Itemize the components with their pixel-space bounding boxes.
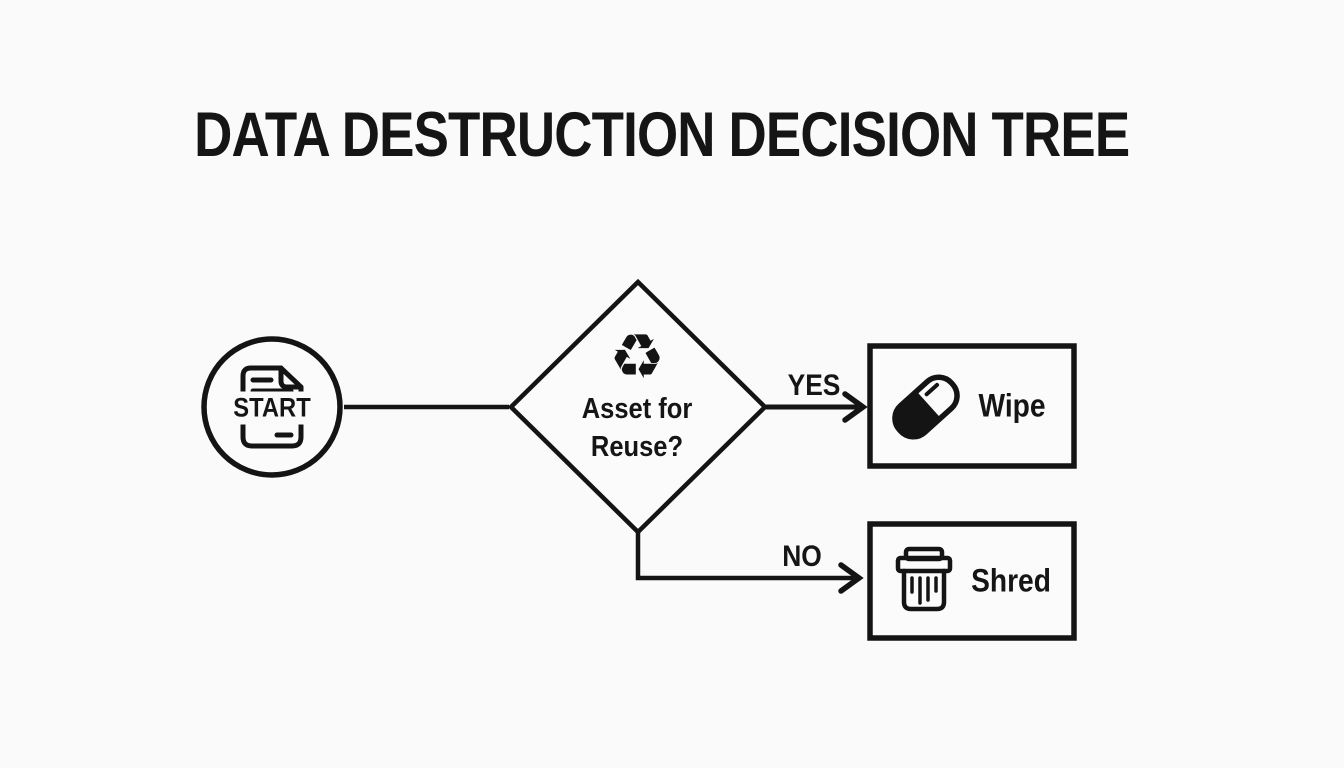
start-node-label: START [225, 391, 319, 425]
shred-node-label: Shred [966, 563, 1057, 600]
yes-label-text: YES [787, 369, 841, 402]
shred-label-text: Shred [971, 562, 1051, 599]
no-edge-label: NO [780, 540, 825, 574]
start-label-text: START [233, 392, 311, 423]
yes-edge-label: YES [784, 369, 844, 403]
wipe-node-label: Wipe [974, 388, 1050, 425]
no-edge-arrow [635, 532, 864, 594]
shred-node [867, 521, 1077, 641]
no-label-text: NO [782, 540, 822, 573]
decision-question-line2: Reuse? [590, 431, 684, 463]
yes-edge-arrow [766, 391, 868, 423]
decision-question-line1: Asset for [581, 393, 693, 425]
diagram-title: DATA DESTRUCTION DECISION TREE [0, 99, 1324, 171]
wipe-label-text: Wipe [978, 387, 1046, 424]
recycle-icon: ♻ [609, 320, 665, 393]
eraser-icon [892, 374, 960, 440]
diagram-title-text: DATA DESTRUCTION DECISION TREE [194, 100, 1130, 170]
decision-question-label: Asset for Reuse? [574, 390, 700, 466]
wipe-node [867, 343, 1077, 469]
shredder-icon [895, 546, 953, 612]
